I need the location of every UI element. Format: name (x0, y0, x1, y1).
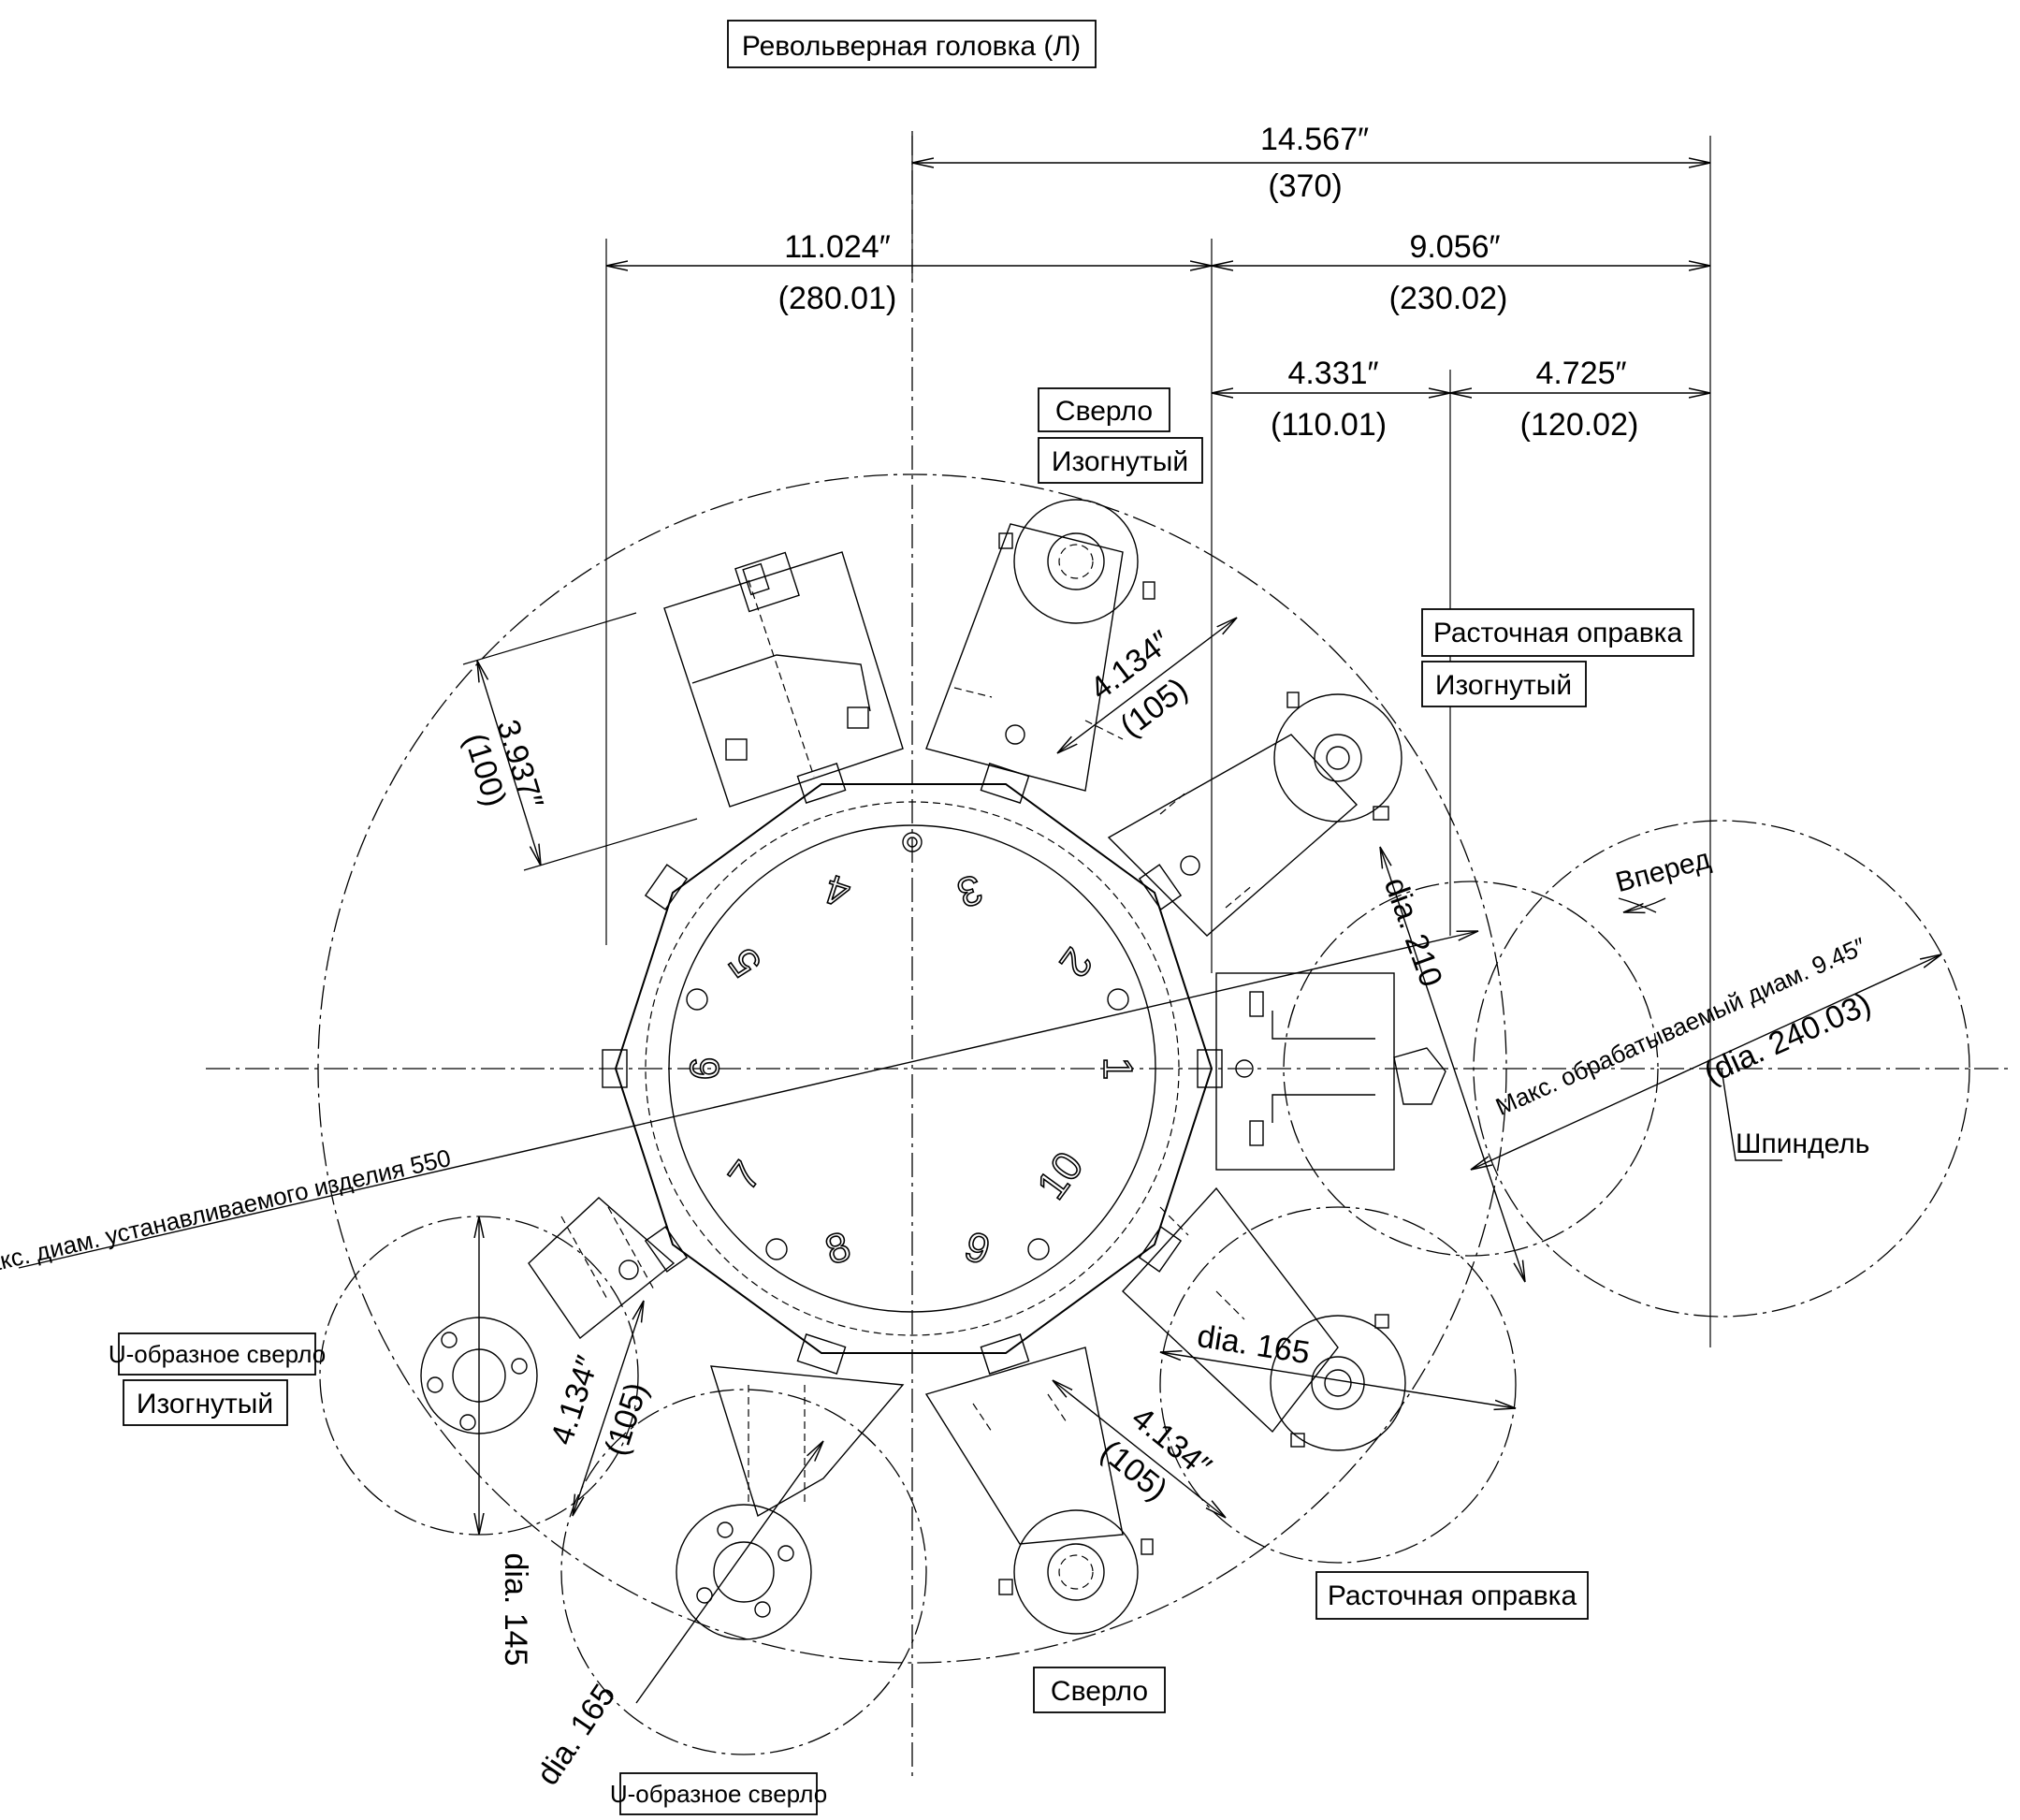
dim-23002: (230.02) (1389, 281, 1508, 316)
station-number-6: 6 (682, 1057, 728, 1080)
title-box (727, 20, 1097, 68)
u-drill-holder-bottom (676, 1365, 905, 1640)
dimension-texts: 14.567″ (370) 11.024″ (280.01) 9.056″ (2… (0, 122, 1876, 1792)
spindle-label: Шпиндель (1736, 1128, 1869, 1159)
boring-bar-bottom-box (1315, 1571, 1589, 1620)
bent-right-box (1421, 661, 1587, 707)
bent-top-label: Изогнутый (1052, 446, 1188, 477)
drill-top-box (1038, 387, 1170, 432)
station-number-4: 4 (820, 866, 855, 916)
forward-label: Вперед (1612, 844, 1713, 899)
station-number-10: 10 (1028, 1143, 1092, 1207)
dim-dia-165-right: dia. 165 (1195, 1318, 1312, 1371)
dim-4134-left: 4.134″ (544, 1352, 605, 1449)
drill-holder-bottom (924, 1347, 1154, 1635)
bent-top-box (1038, 437, 1203, 484)
dim-11001: (110.01) (1271, 407, 1387, 443)
boring-bar-holder-lower (1122, 1187, 1406, 1451)
station-numbers: 1 2 3 4 5 6 7 8 9 10 (681, 865, 1141, 1274)
drill-bottom-label: Сверло (1051, 1676, 1148, 1707)
station-number-2: 2 (1051, 939, 1101, 985)
boring-bar-holder-upper (1107, 692, 1402, 937)
dim-9056: 9.056″ (1409, 229, 1500, 265)
bent-right-label: Изогнутый (1435, 670, 1572, 701)
bent-left-label: Изогнутый (137, 1389, 273, 1420)
dim-max-workpiece-diameter: Макс. диам. устанавливаемого изделия 550 (0, 1143, 454, 1282)
u-drill-left-label: U-образное сверло (109, 1340, 326, 1368)
square-holder-top-left (663, 551, 904, 808)
drill-top-label: Сверло (1055, 396, 1153, 427)
title-label: Револьверная головка (Л) (742, 31, 1081, 62)
u-drill-bottom-label: U-образное сверло (610, 1780, 827, 1808)
u-drill-left-box (118, 1332, 316, 1376)
dim-370: (370) (1268, 168, 1342, 204)
dim-dia-145: dia. 145 (498, 1553, 533, 1667)
dimension-lines (18, 136, 1941, 1704)
drill-bottom-box (1033, 1667, 1166, 1713)
dim-14567: 14.567″ (1260, 122, 1369, 157)
dim-28001: (280.01) (778, 281, 897, 316)
station-number-1: 1 (1095, 1057, 1141, 1080)
station-number-3: 3 (952, 866, 987, 916)
boring-bar-top-box (1421, 608, 1694, 657)
station-number-7: 7 (719, 1153, 770, 1199)
center-lines (206, 131, 2012, 1778)
turret-body (602, 763, 1223, 1375)
station-number-9: 9 (959, 1223, 995, 1274)
dim-dia-165-bottom: dia. 165 (530, 1678, 622, 1792)
dim-4331: 4.331″ (1287, 356, 1378, 391)
station-number-8: 8 (820, 1223, 855, 1274)
dim-11024: 11.024″ (784, 229, 891, 265)
boring-bar-bottom-label: Расточная оправка (1328, 1580, 1577, 1611)
labels: Револьверная головка (Л) Сверло Изогнуты… (109, 20, 1869, 1815)
u-drill-bottom-box (619, 1772, 818, 1815)
drill-holder-top (925, 499, 1155, 792)
bent-left-box (123, 1379, 288, 1426)
u-drill-holder-left (420, 1197, 676, 1434)
boring-bar-top-label: Расточная оправка (1433, 618, 1683, 648)
boring-bar-holder-right (1215, 972, 1446, 1171)
dim-12002: (120.02) (1520, 407, 1639, 443)
dim-105-left: (105) (598, 1378, 655, 1460)
station-number-5: 5 (719, 939, 770, 985)
tool-circles (319, 1206, 1517, 1755)
dim-4725: 4.725″ (1535, 356, 1626, 391)
